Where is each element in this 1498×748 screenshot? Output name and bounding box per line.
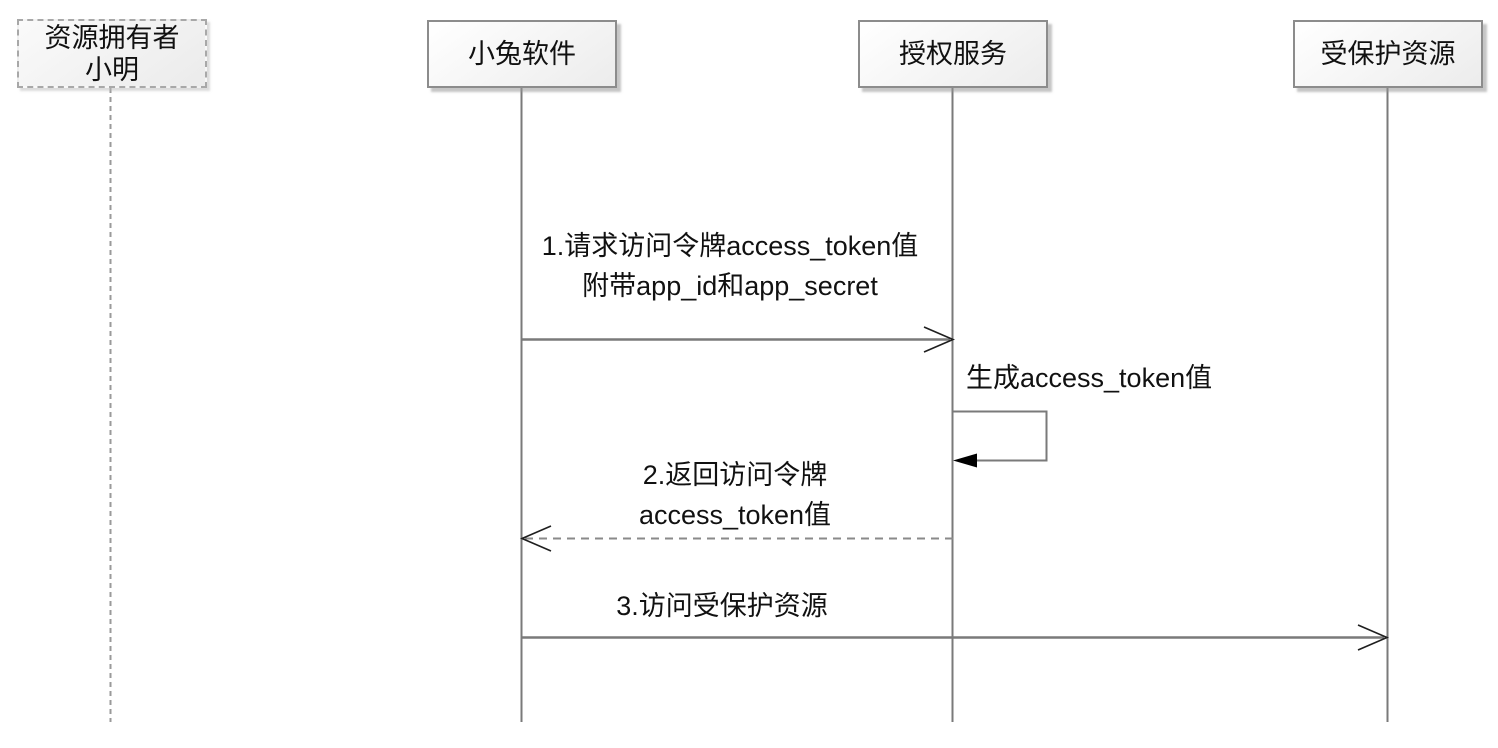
self-message-label: 生成access_token值 [966, 362, 1212, 394]
participant-box-protected-resource: 受保护资源 [1293, 20, 1483, 88]
participant-label-resource-owner-line1: 资源拥有者 [44, 22, 180, 53]
message3-arrowhead-icon [519, 525, 552, 552]
self-message-loop [953, 410, 1048, 462]
message4-arrowhead-icon [1357, 624, 1390, 651]
message1-label-line1: 1.请求访问令牌access_token值 [541, 231, 919, 261]
self-message-arrowhead-icon [953, 453, 977, 468]
participant-box-rabbit-app: 小兔软件 [427, 20, 617, 88]
participant-box-auth-service: 授权服务 [858, 20, 1048, 88]
message3-label: 2.返回访问令牌 access_token值 [510, 455, 960, 535]
self-message-label-line1: 生成access_token值 [966, 363, 1213, 393]
participant-label-rabbit-app: 小兔软件 [468, 39, 576, 69]
message4-label-line1: 3.访问受保护资源 [616, 591, 828, 621]
message1-label-line2: 附带app_id和app_secret [582, 271, 878, 301]
message3-label-line2: access_token值 [638, 500, 832, 530]
message3-label-line1: 2.返回访问令牌 [642, 460, 828, 490]
participant-box-resource-owner: 资源拥有者 小明 [17, 19, 207, 88]
participant-label-protected-resource: 受保护资源 [1320, 39, 1456, 69]
message1-label: 1.请求访问令牌access_token值 附带app_id和app_secre… [495, 226, 965, 306]
message4-label: 3.访问受保护资源 [497, 586, 947, 626]
message1-arrowhead-icon [923, 326, 956, 353]
participant-label-auth-service: 授权服务 [899, 39, 1007, 69]
participant-label-resource-owner-line2: 小明 [85, 54, 139, 85]
